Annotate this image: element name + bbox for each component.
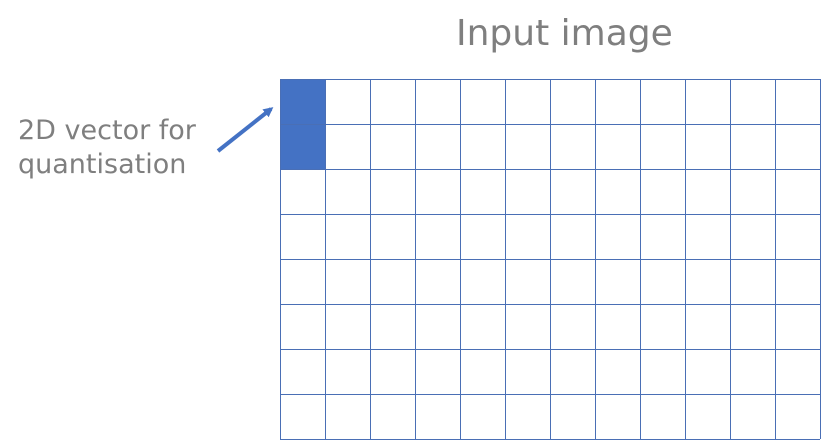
pointer-arrow [216,107,274,153]
input-image-title: Input image [456,13,673,54]
image-grid [280,79,821,440]
highlighted-cell [280,79,325,124]
vector-label-line-2: quantisation [18,149,187,180]
highlighted-cell [280,124,325,169]
vector-label: 2D vector for quantisation [18,114,196,182]
vector-label-line-1: 2D vector for [18,115,196,146]
highlight-layer [280,79,325,169]
